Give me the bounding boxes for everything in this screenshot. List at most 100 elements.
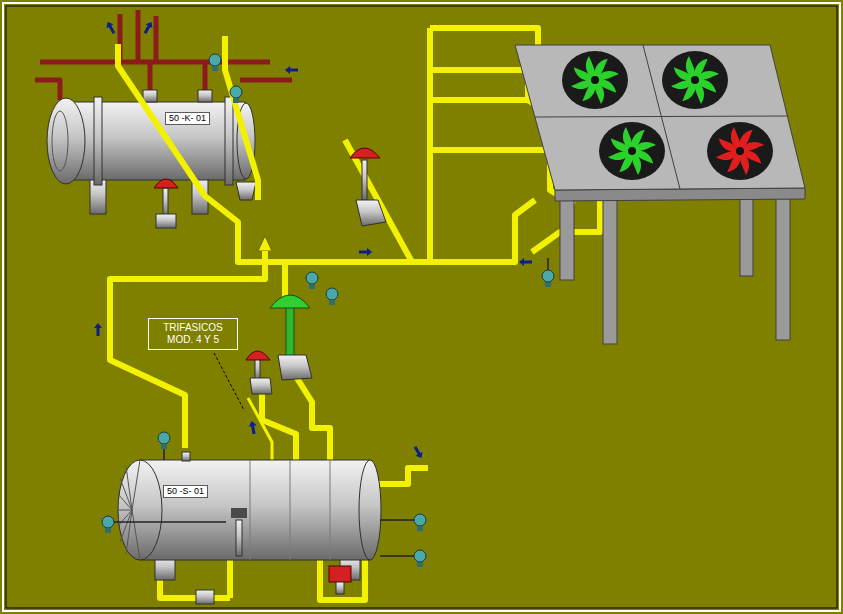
cooler-leg — [740, 194, 753, 276]
separator-head — [118, 460, 162, 560]
cooler-grid — [643, 45, 680, 189]
check-valve — [236, 182, 256, 200]
impulse-line — [380, 519, 414, 521]
transmitter — [233, 98, 239, 103]
equipment-tag: 50 -K- 01 — [165, 112, 210, 125]
flow-arrow — [412, 445, 425, 460]
nozzle — [143, 90, 157, 102]
pipe — [160, 562, 230, 598]
cooler-leg — [603, 196, 617, 344]
transmitter — [417, 562, 423, 567]
flange-ring — [52, 111, 68, 171]
valve-stem — [336, 582, 344, 594]
transmitter — [414, 514, 426, 526]
transmitter — [230, 86, 242, 98]
transmitter — [105, 528, 111, 533]
gas-pipe — [40, 60, 270, 65]
pipe — [225, 36, 258, 200]
cooler-leg — [776, 194, 790, 340]
valve-actuator — [246, 351, 270, 360]
fan — [707, 122, 773, 180]
pipe — [262, 392, 296, 460]
pipe — [282, 262, 288, 298]
transmitter — [306, 272, 318, 284]
pipe — [320, 560, 365, 600]
gas-pipe — [136, 10, 141, 62]
impulse-line — [163, 449, 165, 460]
valve-stem — [286, 306, 294, 356]
impulse-line — [547, 258, 549, 270]
gas-pipe — [148, 62, 153, 98]
flow-arrow — [359, 248, 372, 256]
cooler-leg — [560, 196, 574, 280]
transmitter — [102, 516, 114, 528]
support — [90, 178, 106, 214]
valve-stem — [163, 188, 168, 216]
cooler-deck — [515, 45, 805, 190]
transmitter — [545, 282, 551, 287]
gas-pipe — [240, 78, 292, 83]
valve-actuator — [154, 179, 178, 188]
head-ribs — [118, 460, 140, 560]
valve-stem — [236, 520, 242, 556]
transmitter — [414, 550, 426, 562]
pipe — [345, 140, 412, 262]
flow-arrow — [94, 323, 102, 336]
nozzle — [198, 90, 212, 102]
flow-arrow — [285, 66, 298, 74]
pipe — [227, 560, 233, 598]
seam — [330, 460, 331, 560]
flow-arrow — [519, 258, 532, 266]
flow-arrow — [142, 20, 155, 35]
support — [192, 178, 208, 214]
seam — [250, 460, 251, 560]
pipe — [248, 398, 272, 462]
transmitter — [542, 270, 554, 282]
leader-line — [214, 353, 244, 410]
transmitter — [329, 300, 335, 305]
pipe — [430, 100, 576, 148]
pipe — [430, 150, 574, 205]
valve-actuator — [231, 508, 247, 518]
note-text: TRIFASICOS MOD. 4 Y 5 — [158, 322, 228, 346]
transmitter — [212, 66, 218, 71]
transmitter — [161, 444, 167, 449]
pipe — [430, 28, 552, 62]
transmitter — [417, 526, 423, 531]
flow-arrow — [104, 20, 117, 35]
transmitter — [209, 54, 221, 66]
gas-pipe-connector — [110, 247, 265, 448]
fan — [562, 51, 628, 109]
equipment-tag: 50 -S- 01 — [163, 485, 208, 498]
pipe — [532, 198, 600, 252]
pipe — [295, 375, 330, 460]
fan — [599, 122, 665, 180]
compressor-area: 50 -K- 01 — [45, 88, 277, 236]
frame — [3, 3, 840, 611]
pipe — [427, 28, 433, 262]
nozzle — [182, 452, 190, 461]
gas-pipe — [35, 80, 60, 100]
valve-body — [156, 214, 176, 228]
gas-pipe — [154, 16, 159, 62]
valve-stem — [255, 358, 260, 380]
pipe — [430, 70, 546, 112]
transmitter — [326, 288, 338, 300]
impulse-line — [114, 521, 226, 523]
seam — [290, 460, 291, 560]
impulse-line — [380, 555, 414, 557]
transmitter — [158, 432, 170, 444]
valve-actuator — [350, 148, 380, 158]
valve-body — [196, 590, 214, 604]
valve-stem — [362, 160, 367, 200]
cooler-grid — [535, 116, 788, 117]
separator-body — [140, 460, 370, 560]
flange — [94, 97, 102, 185]
pipe — [368, 468, 428, 484]
note-box: TRIFASICOS MOD. 4 Y 5 — [148, 318, 238, 350]
gas-pipe — [203, 62, 208, 98]
compressor-body — [70, 102, 245, 180]
flange — [225, 97, 233, 185]
